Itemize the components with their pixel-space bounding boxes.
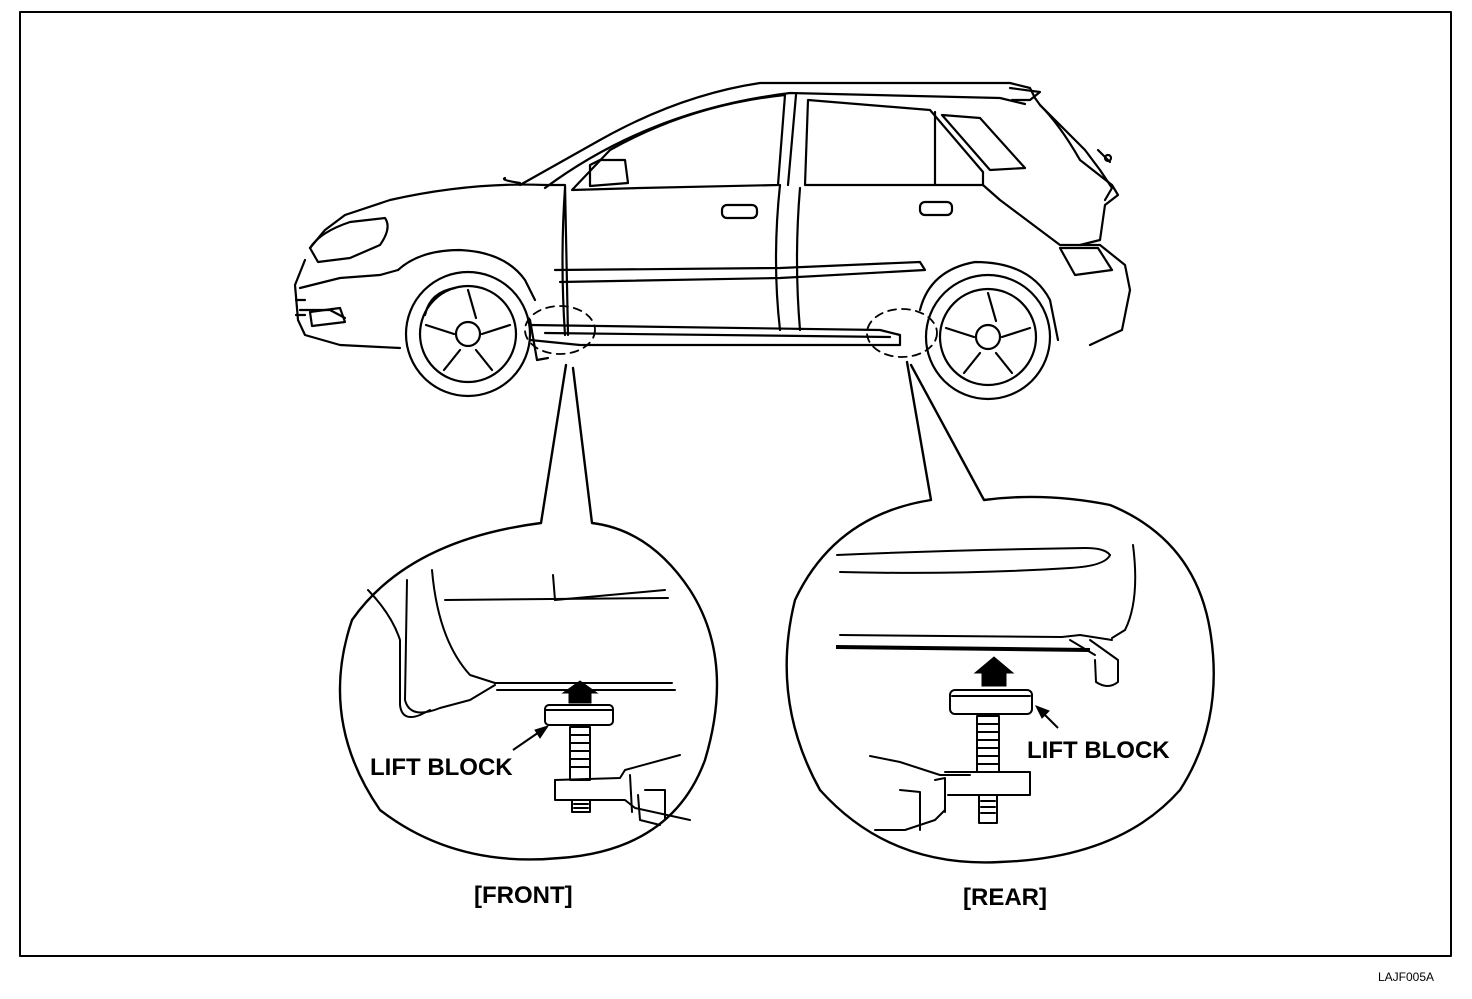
rear-caption: [REAR]: [963, 884, 1047, 911]
front-door-handle: [720, 203, 759, 220]
front-detail: [367, 569, 691, 826]
figure-frame: [19, 11, 1452, 957]
rear-lift-arrow: [973, 656, 1015, 687]
front-bumper: [293, 258, 402, 350]
front-lift-block: [544, 704, 614, 726]
front-lift-block-label: LIFT BLOCK: [370, 754, 513, 781]
rear-lift-block: [949, 689, 1033, 715]
rear-door-handle: [918, 200, 954, 217]
rear-lift-point-marker: [866, 308, 938, 358]
car-roofline: [518, 81, 1114, 202]
front-lift-arrow: [561, 680, 599, 704]
rear-door-window: [803, 98, 985, 187]
front-lift-point-marker: [524, 305, 596, 355]
rear-wheel: [924, 273, 1052, 401]
front-door-edge: [561, 186, 567, 337]
figure-code: LAJF005A: [1378, 970, 1435, 984]
rear-detail: [836, 544, 1137, 831]
taillight: [1058, 246, 1114, 277]
side-mirror: [588, 158, 630, 188]
front-wheel: [404, 270, 532, 398]
front-caption: [FRONT]: [474, 882, 573, 909]
fog-lamp: [308, 306, 347, 328]
rear-hatch: [1038, 103, 1120, 247]
front-callout-bubble: [338, 363, 719, 861]
body-side: [543, 183, 570, 337]
rear-spoiler: [1008, 86, 1042, 102]
car-hood: [308, 183, 547, 250]
door-trim-line: [553, 260, 927, 284]
rear-callout-bubble: [785, 360, 1215, 864]
rear-door-edge: [774, 183, 782, 332]
quarter-window: [940, 113, 1027, 172]
car-side-view: [293, 81, 1132, 401]
front-door-window: [570, 93, 787, 192]
rear-lift-block-label: LIFT BLOCK: [1027, 737, 1170, 764]
headlight: [308, 216, 389, 264]
rocker-panel: [528, 323, 902, 347]
front-lift-screw: [569, 726, 591, 781]
rear-lift-screw: [976, 715, 1000, 773]
